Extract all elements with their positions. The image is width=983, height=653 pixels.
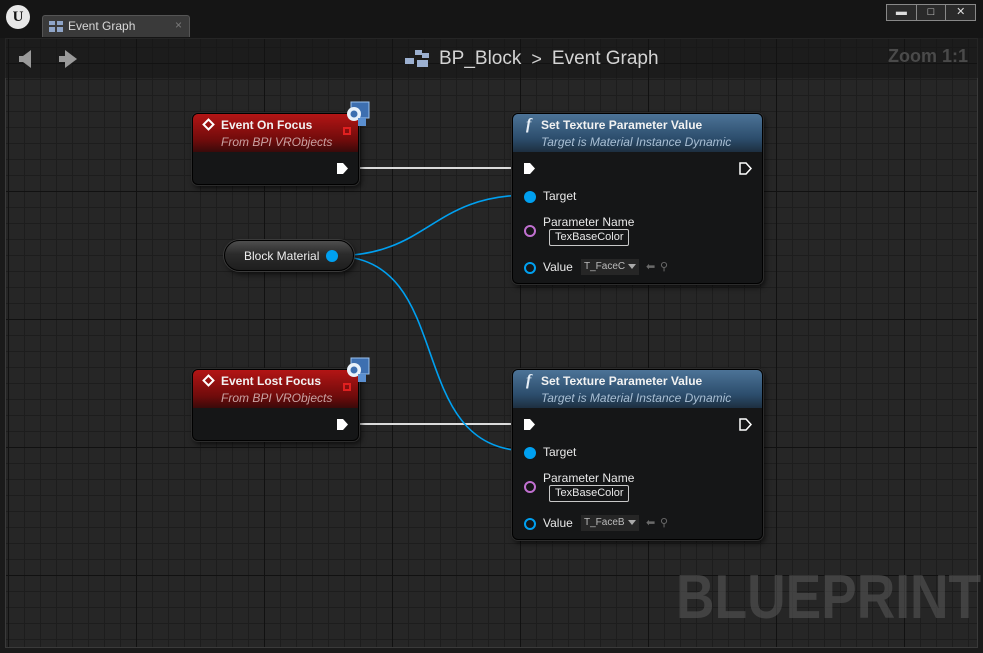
- title-bar: U Event Graph × ▬ □ ✕: [0, 0, 983, 38]
- use-selected-asset-icon[interactable]: ⬅: [646, 261, 656, 273]
- unreal-logo-icon: U: [6, 5, 30, 29]
- node-set-texture-parameter-1[interactable]: f Set Texture Parameter Value Target is …: [512, 113, 763, 284]
- value-label: Value: [543, 260, 573, 274]
- event-icon: [202, 118, 215, 131]
- parameter-name-label: Parameter Name: [543, 471, 635, 485]
- texture-asset-combo[interactable]: T_FaceC: [581, 259, 640, 275]
- node-block-material-variable[interactable]: Block Material: [224, 240, 354, 271]
- node-title: Set Texture Parameter Value: [541, 118, 703, 132]
- node-header: f Set Texture Parameter Value Target is …: [513, 114, 762, 152]
- node-event-lost-focus[interactable]: Event Lost Focus From BPI VRObjects: [192, 357, 370, 441]
- graph-canvas[interactable]: [5, 38, 978, 648]
- browse-asset-search-icon[interactable]: ⚲: [660, 261, 669, 273]
- back-arrow-icon[interactable]: [19, 50, 31, 68]
- node-event-on-focus[interactable]: Event On Focus From BPI VRObjects: [192, 101, 370, 185]
- delegate-pin[interactable]: [343, 383, 351, 391]
- node-title: Event On Focus: [221, 118, 313, 132]
- exec-in-pin[interactable]: [523, 418, 536, 431]
- parameter-name-pin[interactable]: [524, 481, 536, 493]
- exec-out-pin[interactable]: [739, 418, 752, 431]
- function-icon: f: [526, 116, 532, 133]
- node-header: Event Lost Focus From BPI VRObjects: [193, 370, 358, 408]
- node-subtitle: Target is Material Instance Dynamic: [541, 135, 732, 149]
- exec-in-pin[interactable]: [523, 162, 536, 175]
- zoom-level: Zoom 1:1: [887, 46, 968, 66]
- parameter-name-pin[interactable]: [524, 225, 536, 237]
- target-pin[interactable]: [524, 191, 536, 203]
- chevron-down-icon: [627, 519, 636, 525]
- parameter-name-field[interactable]: TexBaseColor: [549, 229, 630, 246]
- value-pin[interactable]: [524, 262, 536, 274]
- blueprint-watermark: BLUEPRINT: [676, 563, 982, 632]
- tab-label: Event Graph: [68, 19, 136, 33]
- object-wire-target-2: [332, 255, 530, 452]
- tab-event-graph[interactable]: Event Graph ×: [42, 15, 190, 37]
- exec-out-pin[interactable]: [336, 418, 349, 431]
- node-subtitle: From BPI VRObjects: [221, 391, 333, 405]
- delegate-pin[interactable]: [343, 127, 351, 135]
- exec-out-pin[interactable]: [739, 162, 752, 175]
- object-out-pin[interactable]: [326, 250, 338, 262]
- node-subtitle: Target is Material Instance Dynamic: [541, 391, 732, 405]
- exec-out-pin[interactable]: [336, 162, 349, 175]
- chevron-right-icon: >: [531, 48, 542, 69]
- breadcrumb-root[interactable]: BP_Block: [439, 48, 522, 69]
- blueprint-graph-icon: [405, 50, 429, 68]
- node-title: Event Lost Focus: [221, 374, 322, 388]
- node-title: Set Texture Parameter Value: [541, 374, 703, 388]
- node-set-texture-parameter-2[interactable]: f Set Texture Parameter Value Target is …: [512, 369, 763, 540]
- breadcrumb-current: Event Graph: [551, 48, 659, 69]
- use-selected-asset-icon[interactable]: ⬅: [646, 517, 656, 529]
- tab-close-icon[interactable]: ×: [174, 18, 182, 32]
- node-header: f Set Texture Parameter Value Target is …: [513, 370, 762, 408]
- node-subtitle: From BPI VRObjects: [221, 135, 333, 149]
- graph-icon: [49, 21, 63, 32]
- texture-asset-combo[interactable]: T_FaceB: [581, 515, 639, 531]
- texture-asset-value: T_FaceC: [584, 261, 626, 272]
- chevron-down-icon: [628, 263, 637, 269]
- parameter-name-field[interactable]: TexBaseColor: [549, 485, 630, 502]
- browse-asset-search-icon[interactable]: ⚲: [660, 517, 669, 529]
- value-pin[interactable]: [524, 518, 536, 530]
- close-button[interactable]: ✕: [945, 4, 977, 21]
- object-wire-target-1: [332, 194, 530, 257]
- texture-asset-value: T_FaceB: [584, 517, 625, 528]
- variable-label: Block Material: [244, 249, 320, 263]
- window-controls: ▬ □ ✕: [886, 4, 977, 21]
- value-label: Value: [543, 516, 573, 530]
- target-pin[interactable]: [524, 447, 536, 459]
- graph-nav-bar: BP_Block > Event Graph Zoom 1:1: [5, 38, 978, 78]
- breadcrumb: BP_Block > Event Graph: [405, 47, 659, 71]
- target-label: Target: [543, 445, 577, 459]
- node-header: Event On Focus From BPI VRObjects: [193, 114, 358, 152]
- forward-arrow-icon[interactable]: [59, 50, 77, 68]
- event-icon: [202, 374, 215, 387]
- parameter-name-label: Parameter Name: [543, 215, 635, 229]
- interface-icon: [347, 357, 370, 382]
- interface-icon: [347, 101, 370, 126]
- function-icon: f: [526, 372, 532, 389]
- target-label: Target: [543, 189, 577, 203]
